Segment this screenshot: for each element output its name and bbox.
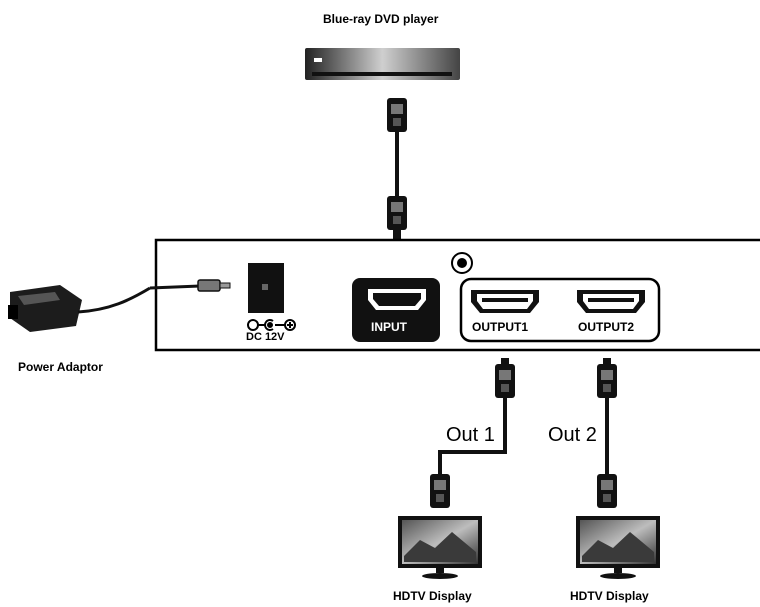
hdtv-display-icon	[398, 516, 482, 579]
out1-label: Out 1	[446, 424, 495, 446]
dvd-player-icon	[305, 48, 460, 80]
hdtv-display-label: HDTV Display	[393, 589, 472, 603]
output2-port-label: OUTPUT2	[578, 320, 635, 334]
hdmi-cable-out2	[597, 358, 617, 508]
status-led	[451, 252, 473, 274]
hdmi-cable-input	[387, 98, 407, 240]
power-adaptor-icon	[8, 279, 231, 332]
output-ports	[459, 277, 661, 343]
dc-jack	[248, 263, 284, 313]
input-port	[352, 278, 440, 342]
hdtv-display-label: HDTV Display	[570, 589, 649, 603]
out2-label: Out 2	[548, 424, 597, 446]
dc-polarity-symbol	[247, 319, 296, 331]
hdmi-cable-out1	[430, 358, 515, 508]
dc-voltage-label: DC 12V	[246, 331, 285, 343]
input-port-label: INPUT	[371, 320, 407, 334]
dvd-player-label: Blue-ray DVD player	[323, 12, 439, 26]
hdtv-display-icon	[576, 516, 660, 579]
output1-port-label: OUTPUT1	[472, 320, 529, 334]
power-adaptor-label: Power Adaptor	[18, 360, 103, 374]
